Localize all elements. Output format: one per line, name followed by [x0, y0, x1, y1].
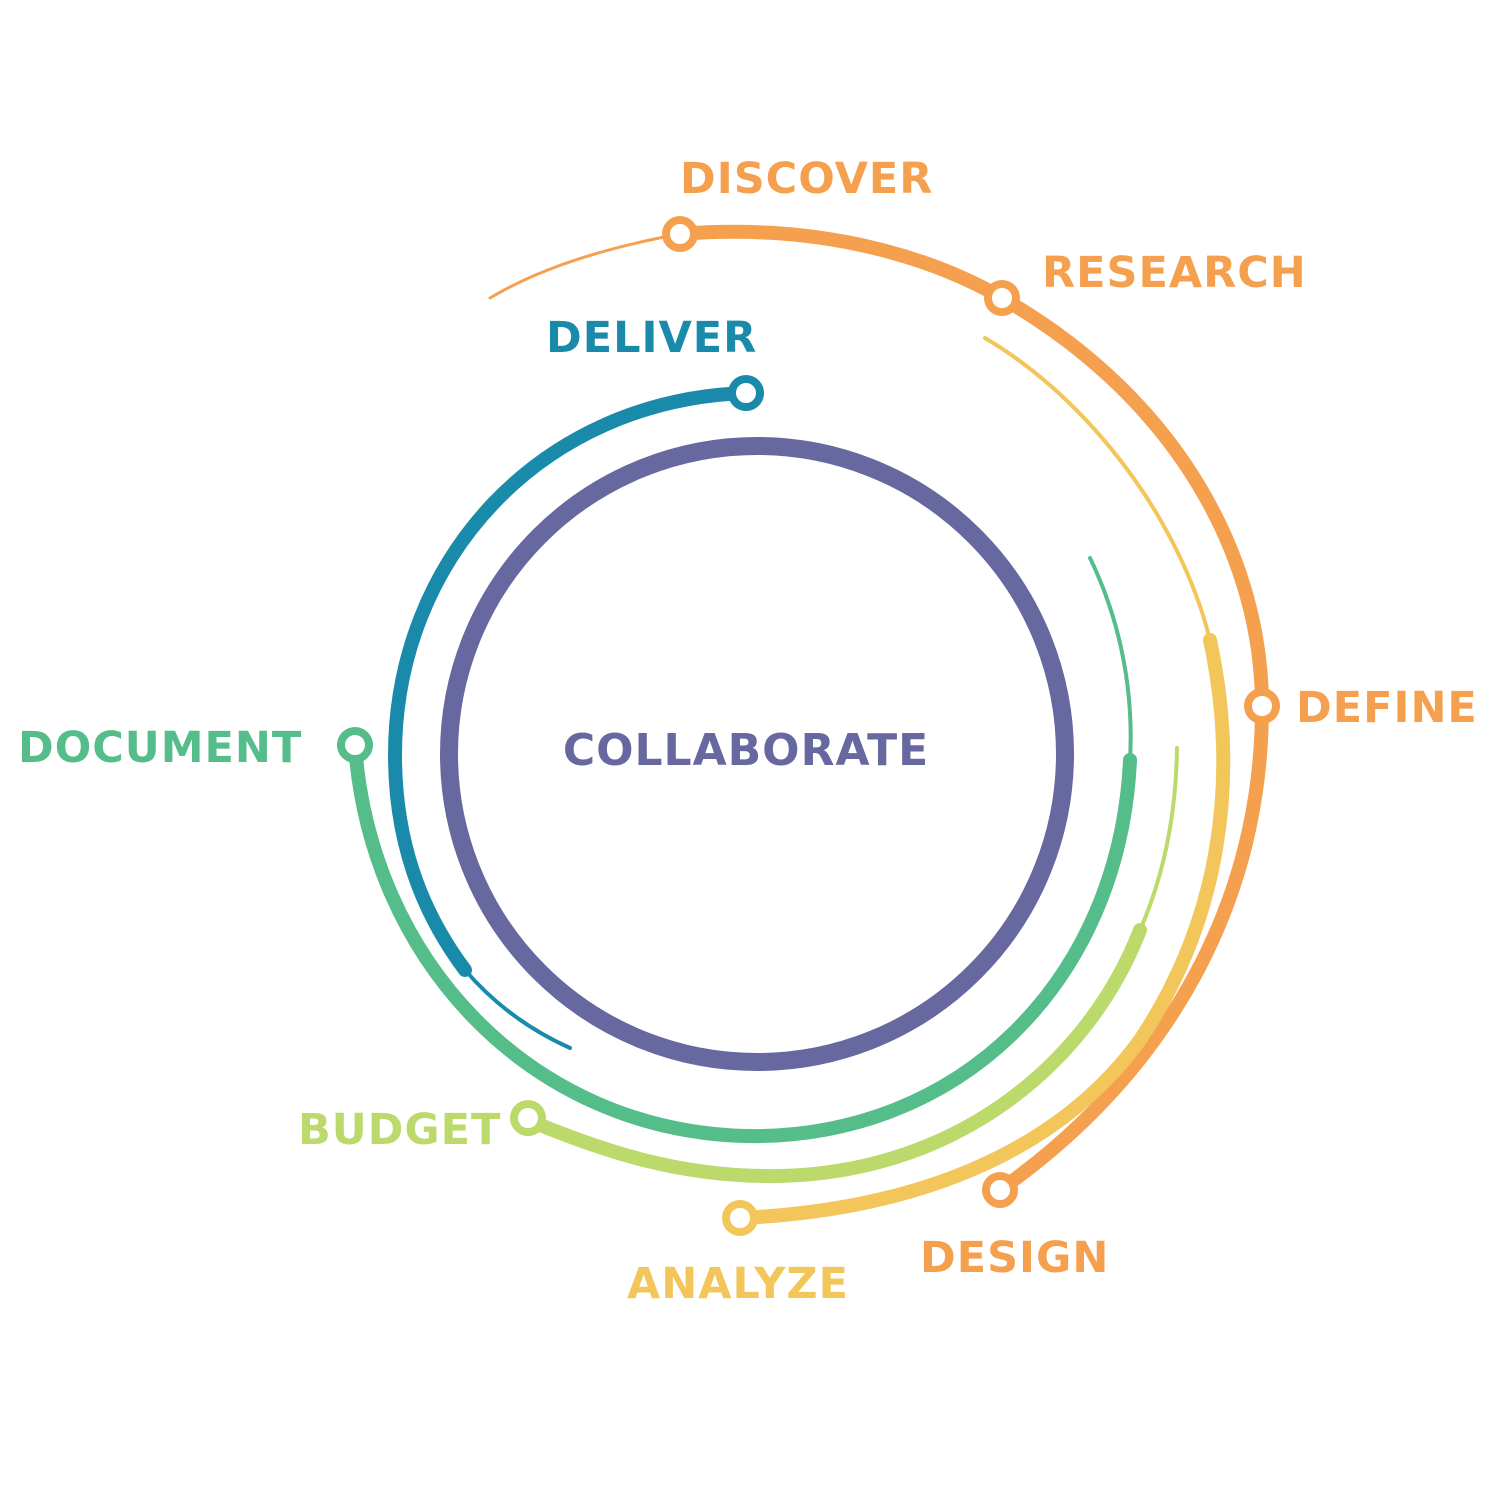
- research-node-icon: [984, 280, 1020, 316]
- orange-discover-design-arc: [488, 232, 682, 300]
- deliver-node-icon: [728, 375, 764, 411]
- design-node-icon: [982, 1172, 1018, 1208]
- collaborate-label: COLLABORATE: [563, 725, 929, 776]
- yellow-research-analyze-arc-thin: [983, 336, 1212, 642]
- analyze-node-icon: [722, 1200, 758, 1236]
- research-label: RESEARCH: [1042, 248, 1307, 298]
- lightgreen-budget-arc-thin: [1138, 746, 1179, 932]
- deliver-label: DELIVER: [546, 313, 757, 363]
- define-label: DEFINE: [1296, 683, 1478, 733]
- teal-deliver-arc: [387, 386, 753, 977]
- document-label: DOCUMENT: [18, 723, 302, 773]
- budget-label: BUDGET: [298, 1105, 501, 1155]
- design-label: DESIGN: [920, 1233, 1109, 1283]
- collaborate-circle: [440, 437, 1074, 1071]
- discover-node-icon: [662, 216, 698, 252]
- discover-label: DISCOVER: [680, 154, 933, 204]
- yellow-research-analyze-arc: [733, 633, 1231, 1225]
- define-node-icon: [1244, 688, 1280, 724]
- analyze-label: ANALYZE: [627, 1259, 849, 1309]
- orange-outer-arc: [673, 224, 1270, 1197]
- budget-node-icon: [510, 1100, 546, 1136]
- lightgreen-budget-arc: [521, 923, 1147, 1184]
- teal-deliver-arc-thin: [463, 968, 572, 1050]
- green-document-arc-thin: [1088, 556, 1133, 762]
- green-document-arc: [348, 738, 1137, 1144]
- document-node-icon: [337, 727, 373, 763]
